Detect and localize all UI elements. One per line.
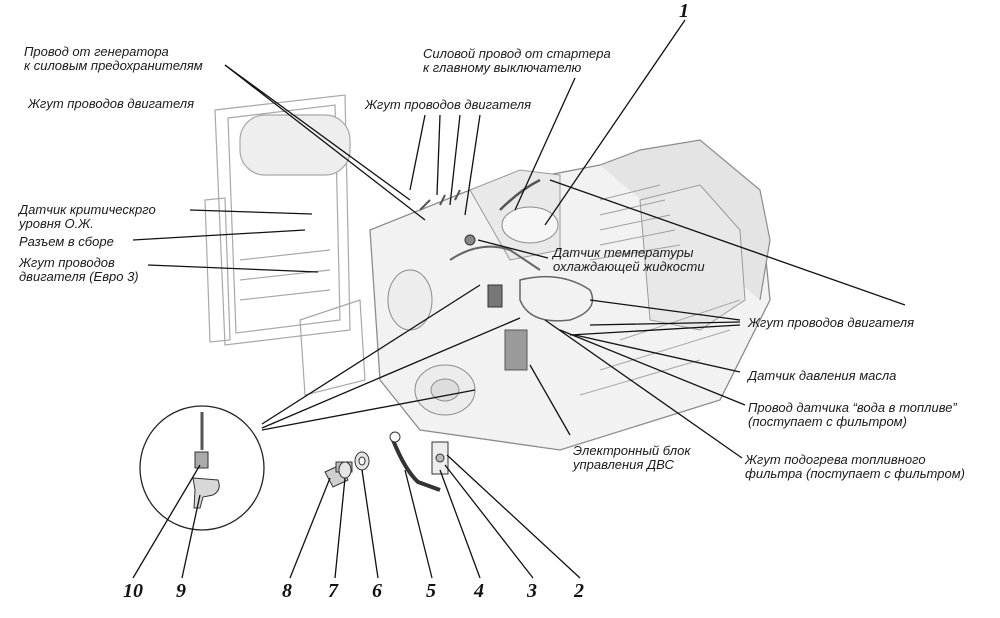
callout-number-6: 6 xyxy=(372,580,382,602)
label-water-in-fuel-line1: Провод датчика “вода в топливе” xyxy=(748,400,957,415)
callout-number-9: 9 xyxy=(176,580,186,602)
callout-number-4: 4 xyxy=(474,580,484,602)
radiator-sketch xyxy=(204,94,366,396)
label-engine-harness-top: Жгут проводов двигателя xyxy=(365,97,532,112)
detail-circle xyxy=(139,405,265,531)
label-oil-pressure-sensor: Датчик давления масла xyxy=(748,368,897,383)
label-euro3-harness-line1: Жгут проводов xyxy=(19,255,115,270)
label-ecu-line2: управления ДВС xyxy=(573,457,674,472)
label-connector-assembly: Разъем в сборе xyxy=(19,234,114,249)
small-parts xyxy=(324,431,449,492)
label-starter-wire-line2: к главному выключателю xyxy=(423,60,582,75)
label-fuel-heater-line1: Жгут подогрева топливного xyxy=(745,452,926,467)
label-coolant-temp-line2: охлаждающей жидкости xyxy=(553,259,705,274)
callout-number-3: 3 xyxy=(527,580,537,602)
label-euro3-harness-line2: двигателя (Евро 3) xyxy=(19,269,139,284)
callout-number-7: 7 xyxy=(328,580,338,602)
label-generator-wire-line1: Провод от генератора xyxy=(24,44,169,59)
label-coolant-temp-line1: Датчик температуры xyxy=(553,245,694,260)
label-coolant-level-line1: Датчик критическрго xyxy=(19,202,156,217)
leader-lines xyxy=(132,19,906,579)
label-water-in-fuel-line2: (поступает с фильтром) xyxy=(748,414,907,429)
callout-number-2: 2 xyxy=(574,580,584,602)
label-coolant-level-line2: уровня О.Ж. xyxy=(19,216,94,231)
label-engine-harness-left: Жгут проводов двигателя xyxy=(28,96,195,111)
label-generator-wire-line2: к силовым предохранителям xyxy=(24,58,203,73)
callout-number-10: 10 xyxy=(123,580,143,602)
callout-number-5: 5 xyxy=(426,580,436,602)
label-fuel-heater-line2: фильтра (поступает с фильтром) xyxy=(745,466,965,481)
label-starter-wire-line1: Силовой провод от стартера xyxy=(423,46,611,61)
callout-number-8: 8 xyxy=(282,580,292,602)
label-engine-harness-right: Жгут проводов двигателя xyxy=(748,315,915,330)
label-ecu-line1: Электронный блок xyxy=(573,443,691,458)
callout-number-1: 1 xyxy=(679,0,689,22)
